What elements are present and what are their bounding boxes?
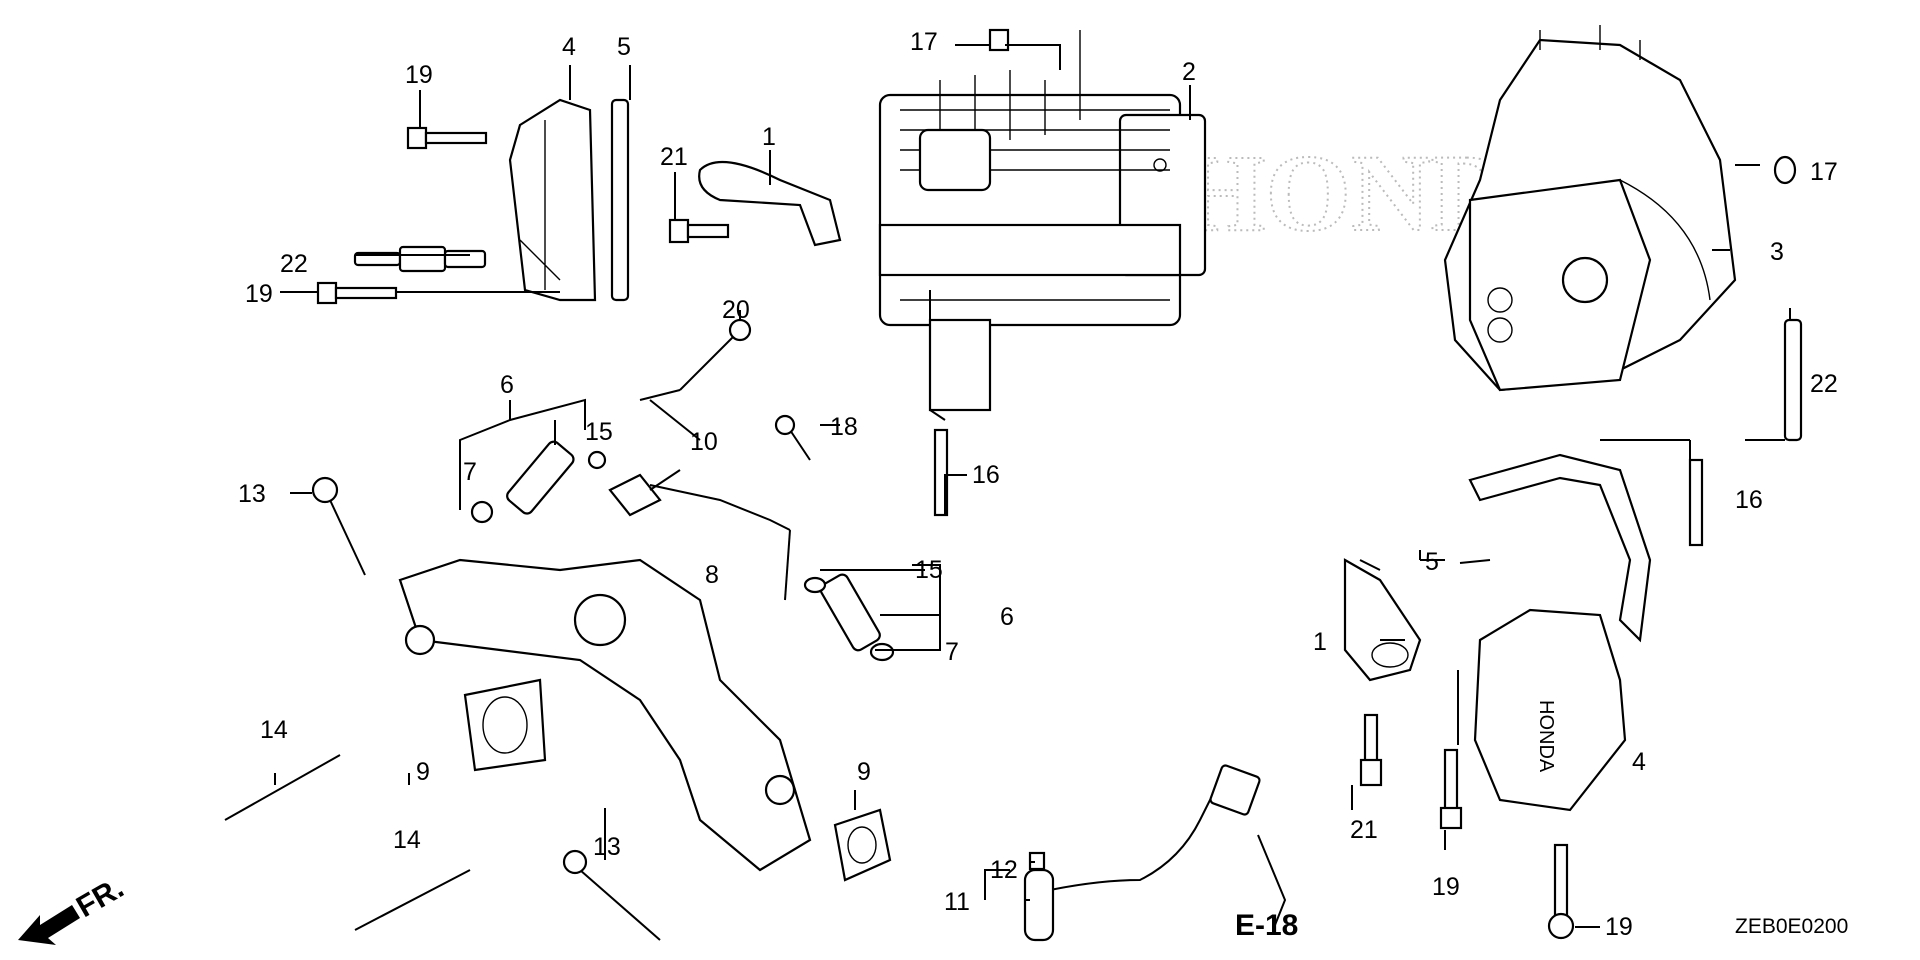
callout-7[interactable]: 7 (945, 638, 959, 666)
callout-15[interactable]: 15 (915, 556, 943, 584)
bolt-20[interactable] (679, 318, 752, 391)
callout-22[interactable]: 22 (280, 250, 308, 278)
callout-17[interactable]: 17 (1810, 158, 1838, 186)
nut-17-a[interactable] (988, 28, 1010, 52)
callout-5[interactable]: 5 (1425, 548, 1439, 576)
bracket-left[interactable] (698, 160, 842, 247)
callout-19[interactable]: 19 (1605, 913, 1633, 941)
bolt-19-d[interactable] (1547, 843, 1575, 940)
callout-6[interactable]: 6 (1000, 603, 1014, 631)
bolt-21-b[interactable] (1359, 713, 1383, 787)
bolt-19-a[interactable] (406, 126, 488, 150)
callout-1[interactable]: 1 (1313, 628, 1327, 656)
callout-15[interactable]: 15 (585, 418, 613, 446)
callout-21[interactable]: 21 (660, 143, 688, 171)
bolt-18[interactable] (774, 414, 811, 461)
callout-13[interactable]: 13 (593, 833, 621, 861)
head-cover-gasket-right[interactable] (1468, 453, 1652, 643)
leader-lines (274, 44, 1791, 928)
callout-5[interactable]: 5 (617, 33, 631, 61)
callout-18[interactable]: 18 (830, 413, 858, 441)
callout-4[interactable]: 4 (1632, 748, 1646, 776)
cover-brand-text: HONDA (1535, 700, 1557, 773)
intake-manifold[interactable] (398, 558, 812, 872)
callout-12[interactable]: 12 (990, 856, 1018, 884)
manifold-gasket-2[interactable] (833, 808, 892, 882)
callout-3[interactable]: 3 (1770, 238, 1784, 266)
callout-20[interactable]: 20 (722, 296, 750, 324)
cylinder-head-rear[interactable] (1443, 25, 1737, 392)
spark-plug-left[interactable] (353, 245, 487, 273)
stud-16-b[interactable] (1688, 458, 1704, 547)
callout-17[interactable]: 17 (910, 28, 938, 56)
reference-label[interactable]: E-18 (1235, 909, 1298, 942)
callout-9[interactable]: 9 (416, 758, 430, 786)
callout-22[interactable]: 22 (1810, 370, 1838, 398)
callout-7[interactable]: 7 (463, 458, 477, 486)
callout-8[interactable]: 8 (705, 561, 719, 589)
cylinder-head-front[interactable] (878, 30, 1207, 412)
callout-21[interactable]: 21 (1350, 816, 1378, 844)
front-direction-label: FR. (71, 871, 129, 924)
callout-19[interactable]: 19 (1432, 873, 1460, 901)
head-cover-left[interactable] (508, 98, 597, 302)
callout-16[interactable]: 16 (1735, 486, 1763, 514)
callout-14[interactable]: 14 (393, 826, 421, 854)
callout-14[interactable]: 14 (260, 716, 288, 744)
nut-17-b[interactable] (1773, 155, 1797, 185)
callout-4[interactable]: 4 (562, 33, 576, 61)
callout-11[interactable]: 11 (944, 888, 970, 916)
callout-1[interactable]: 1 (762, 123, 776, 151)
bolt-19-b[interactable] (316, 281, 398, 305)
stud-14-b[interactable] (354, 869, 471, 931)
fuel-hose[interactable] (1023, 764, 1261, 942)
manifold-gasket-1[interactable] (463, 678, 547, 772)
bolt-13-a[interactable] (311, 476, 366, 576)
callout-9[interactable]: 9 (857, 758, 871, 786)
head-cover-right[interactable]: HONDA (1473, 608, 1627, 812)
front-direction-arrow-icon: FR. (18, 871, 129, 945)
stud-14-a[interactable] (224, 754, 341, 821)
callout-10[interactable]: 10 (690, 428, 718, 456)
spark-plug-right[interactable] (1783, 318, 1803, 442)
figure-code: ZEB0E0200 (1735, 915, 1848, 938)
bolt-19-c[interactable] (1439, 748, 1463, 830)
callout-6[interactable]: 6 (500, 371, 514, 399)
bolt-21-a[interactable] (668, 218, 730, 244)
bracket-right[interactable] (1343, 558, 1422, 682)
callout-19[interactable]: 19 (405, 61, 433, 89)
callout-19[interactable]: 19 (245, 280, 273, 308)
callout-16[interactable]: 16 (972, 461, 1000, 489)
callout-2[interactable]: 2 (1182, 58, 1196, 86)
injector-upper[interactable] (470, 439, 607, 524)
callout-13[interactable]: 13 (238, 480, 266, 508)
injector-lower[interactable] (803, 572, 895, 662)
bolt-13-b[interactable] (562, 849, 661, 941)
fuel-pipe[interactable] (608, 473, 791, 601)
head-cover-gasket-left[interactable] (610, 98, 630, 302)
